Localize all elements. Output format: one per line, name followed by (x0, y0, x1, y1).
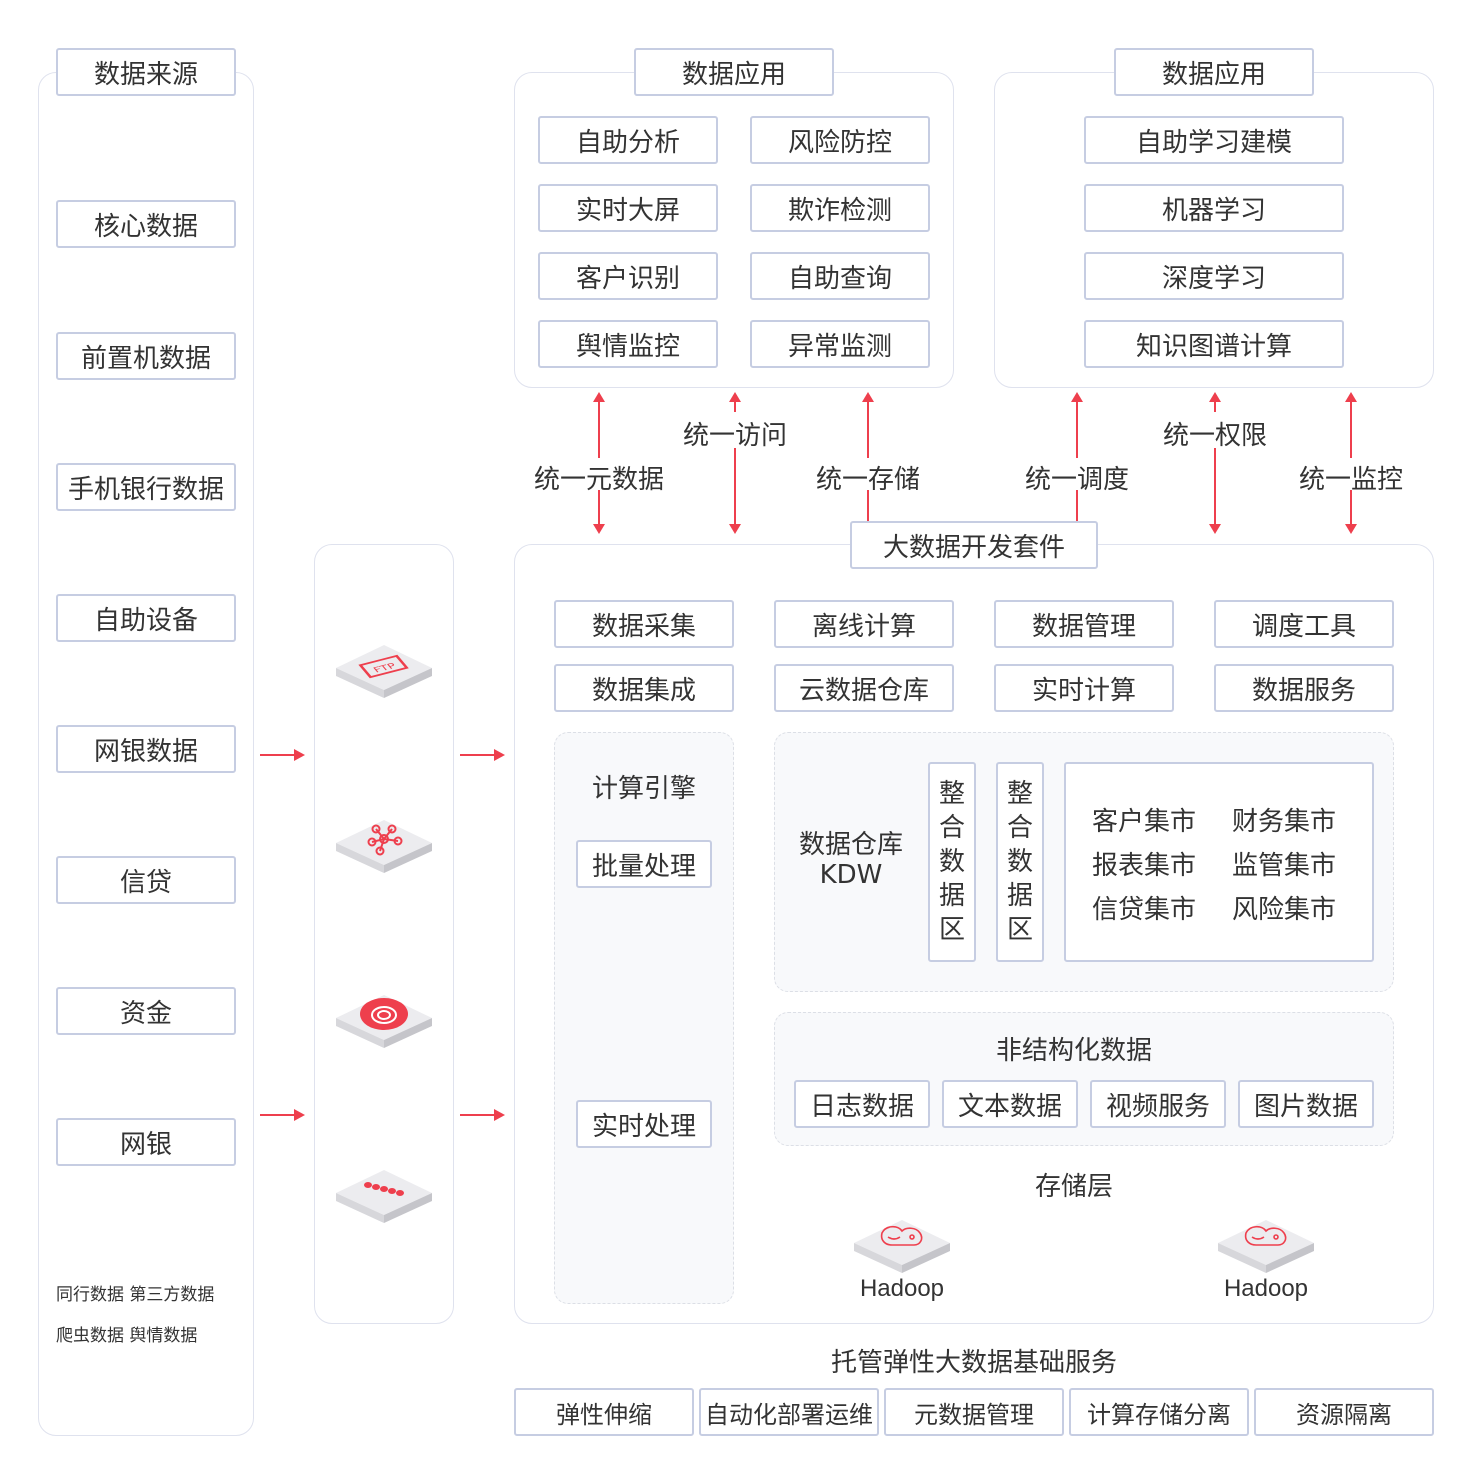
tool-item[interactable]: 数据采集 (554, 600, 734, 648)
source-item[interactable]: 信贷 (56, 856, 236, 904)
data-mart-item[interactable]: 监管集市 (1232, 851, 1337, 881)
foundation-title: 托管弹性大数据基础服务 (830, 1348, 1117, 1378)
data-warehouse-title-line2: KDW (819, 860, 883, 890)
flow-arrow-icon (260, 749, 305, 761)
batch-processing-box[interactable]: 批量处理 (576, 840, 712, 888)
unified-label: 统一访问 (682, 421, 787, 451)
foundation-item[interactable]: 资源隔离 (1254, 1388, 1434, 1436)
zone-char: 整 (938, 779, 965, 809)
zone-char: 数 (1006, 847, 1033, 877)
flow-arrow-icon (460, 1109, 505, 1121)
compute-engine-panel (554, 732, 734, 1304)
foundation-item[interactable]: 弹性伸缩 (514, 1388, 694, 1436)
data-marts-box (1064, 762, 1374, 962)
unstructured-item[interactable]: 文本数据 (942, 1080, 1078, 1128)
tool-item[interactable]: 云数据仓库 (774, 664, 954, 712)
unstructured-data-title: 非结构化数据 (995, 1036, 1152, 1066)
data-warehouse-title-line1: 数据仓库 (798, 830, 903, 860)
zone-char: 据 (1006, 881, 1033, 911)
kafka-network-icon (336, 820, 432, 873)
double-arrow-icon (1345, 392, 1357, 534)
app-item[interactable]: 深度学习 (1084, 252, 1344, 300)
foundation-item[interactable]: 计算存储分离 (1069, 1388, 1249, 1436)
zone-char: 整 (1006, 779, 1033, 809)
source-item[interactable]: 网银 (56, 1118, 236, 1166)
app-item[interactable]: 客户识别 (538, 252, 718, 300)
app-item[interactable]: 异常监测 (750, 320, 930, 368)
zone-char: 区 (938, 915, 965, 945)
app-item[interactable]: 欺诈检测 (750, 184, 930, 232)
data-warehouse-title: 数据仓库 KDW (786, 830, 916, 890)
app-item[interactable]: 自助学习建模 (1084, 116, 1344, 164)
unified-label: 统一元数据 (533, 465, 664, 495)
app-item[interactable]: 风险防控 (750, 116, 930, 164)
tool-item[interactable]: 数据服务 (1214, 664, 1394, 712)
dev-suite-title: 大数据开发套件 (850, 521, 1098, 569)
data-sources-title: 数据来源 (56, 48, 236, 96)
app-item[interactable]: 机器学习 (1084, 184, 1344, 232)
source-item[interactable]: 前置机数据 (56, 332, 236, 380)
double-arrow-icon (729, 392, 741, 534)
integration-zone-2[interactable]: 整 合 数 据 区 (996, 762, 1044, 962)
hadoop-elephant-icon (854, 1220, 950, 1273)
unified-label: 统一存储 (815, 465, 920, 495)
source-extra-line: 同行数据 第三方数据 (56, 1285, 215, 1305)
unified-label: 统一调度 (1024, 465, 1129, 495)
data-app-title-right: 数据应用 (1114, 48, 1314, 96)
unstructured-item[interactable]: 图片数据 (1238, 1080, 1374, 1128)
data-mart-item[interactable]: 风险集市 (1232, 895, 1337, 925)
tool-item[interactable]: 实时计算 (994, 664, 1174, 712)
zone-char: 合 (1006, 813, 1033, 843)
data-sync-icon (336, 995, 432, 1048)
unstructured-item[interactable]: 视频服务 (1090, 1080, 1226, 1128)
source-item[interactable]: 自助设备 (56, 594, 236, 642)
tool-item[interactable]: 调度工具 (1214, 600, 1394, 648)
app-item[interactable]: 知识图谱计算 (1084, 320, 1344, 368)
flow-arrow-icon (460, 749, 505, 761)
realtime-processing-box[interactable]: 实时处理 (576, 1100, 712, 1148)
source-extra-line: 爬虫数据 舆情数据 (56, 1326, 198, 1346)
flow-arrow-icon (260, 1109, 305, 1121)
tool-item[interactable]: 离线计算 (774, 600, 954, 648)
source-item[interactable]: 手机银行数据 (56, 463, 236, 511)
hadoop-elephant-icon (1218, 1220, 1314, 1273)
double-arrow-icon (593, 392, 605, 534)
foundation-item[interactable]: 自动化部署运维 (699, 1388, 879, 1436)
data-mart-item[interactable]: 报表集市 (1092, 851, 1197, 881)
compute-engine-title: 计算引擎 (591, 774, 696, 804)
storage-layer-title: 存储层 (1034, 1172, 1113, 1202)
zone-char: 据 (938, 881, 965, 911)
app-item[interactable]: 舆情监控 (538, 320, 718, 368)
tool-item[interactable]: 数据集成 (554, 664, 734, 712)
integration-zone-1[interactable]: 整 合 数 据 区 (928, 762, 976, 962)
data-mart-item[interactable]: 信贷集市 (1092, 895, 1197, 925)
app-item[interactable]: 自助查询 (750, 252, 930, 300)
data-app-title-left: 数据应用 (634, 48, 834, 96)
unified-arrows (593, 392, 1357, 534)
source-item[interactable]: 核心数据 (56, 200, 236, 248)
unstructured-item[interactable]: 日志数据 (794, 1080, 930, 1128)
zone-char: 区 (1006, 915, 1033, 945)
hadoop-label: Hadoop (1223, 1275, 1309, 1302)
source-item[interactable]: 资金 (56, 987, 236, 1035)
source-item[interactable]: 网银数据 (56, 725, 236, 773)
foundation-item[interactable]: 元数据管理 (884, 1388, 1064, 1436)
data-mart-item[interactable]: 客户集市 (1092, 807, 1197, 837)
double-arrow-icon (1209, 392, 1221, 534)
app-item[interactable]: 实时大屏 (538, 184, 718, 232)
tool-item[interactable]: 数据管理 (994, 600, 1174, 648)
unified-label: 统一监控 (1298, 465, 1403, 495)
zone-char: 数 (938, 847, 965, 877)
hadoop-label: Hadoop (859, 1275, 945, 1302)
zone-char: 合 (938, 813, 965, 843)
app-item[interactable]: 自助分析 (538, 116, 718, 164)
ftp-icon: FTP (336, 645, 432, 698)
data-mart-item[interactable]: 财务集市 (1232, 807, 1337, 837)
unified-label: 统一权限 (1162, 421, 1267, 451)
pipeline-chain-icon (336, 1170, 432, 1223)
